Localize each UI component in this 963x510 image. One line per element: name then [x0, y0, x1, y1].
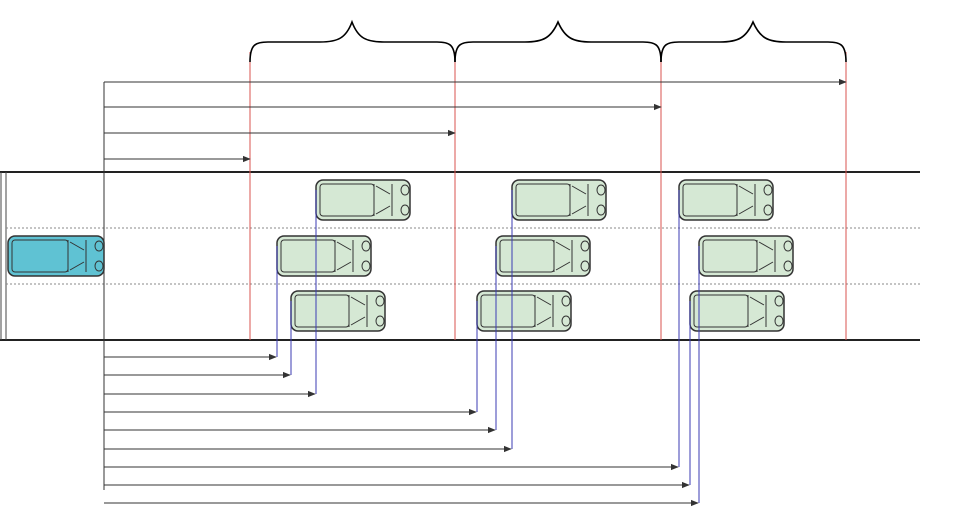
vehicle-wheel: [783, 240, 793, 252]
vehicle-wheel: [580, 240, 590, 252]
vehicle-wheel: [763, 184, 773, 196]
vehicle: [678, 179, 774, 221]
vehicle: [315, 179, 411, 221]
vehicle-cabin: [515, 183, 571, 217]
vehicle-wheel: [596, 204, 606, 216]
vehicle-cabin: [499, 239, 555, 273]
vehicle: [689, 290, 785, 332]
vehicle-wheel: [580, 260, 590, 272]
vehicle-cabin: [280, 239, 336, 273]
vehicle-wheel: [361, 260, 371, 272]
ego-vehicle-cabin: [11, 239, 69, 273]
vehicle-windshield: [350, 296, 366, 326]
vehicle-wheel: [361, 240, 371, 252]
vehicle-wheel: [774, 295, 784, 307]
vehicle-windshield: [375, 185, 391, 215]
ego-vehicle-wheel: [94, 240, 104, 252]
zone-brace: [249, 19, 456, 63]
vehicle: [511, 179, 607, 221]
vehicle-wheel: [561, 315, 571, 327]
vehicle-wheel: [400, 184, 410, 196]
vehicle-windshield: [738, 185, 754, 215]
vehicle-windshield: [536, 296, 552, 326]
vehicle-windshield: [336, 241, 352, 271]
zone-brace: [454, 20, 662, 63]
boundary-arrows: [104, 78, 847, 163]
ego-vehicle: [7, 235, 105, 277]
vehicle-windshield: [758, 241, 774, 271]
vehicle-wheel: [375, 315, 385, 327]
vehicle-cabin: [682, 183, 738, 217]
other-vehicles: [276, 179, 794, 332]
vehicle: [495, 235, 591, 277]
vehicle-wheel: [774, 315, 784, 327]
vehicle: [476, 290, 572, 332]
vehicle-wheel: [763, 204, 773, 216]
vehicle-cabin: [319, 183, 375, 217]
vehicle-wheel: [783, 260, 793, 272]
road: [0, 171, 920, 341]
vehicle-windshield: [555, 241, 571, 271]
vehicle-cabin: [702, 239, 758, 273]
vehicle-windshield: [571, 185, 587, 215]
vehicle: [698, 235, 794, 277]
vehicle-cabin: [480, 294, 536, 328]
vehicle-distance-arrows: [104, 353, 699, 507]
vehicle: [290, 290, 386, 332]
ego-vehicle-wheel: [94, 260, 104, 272]
vehicle-wheel: [561, 295, 571, 307]
vehicle-wheel: [400, 204, 410, 216]
zone-brace: [660, 20, 847, 63]
vehicle-cabin: [294, 294, 350, 328]
vehicle-wheel: [375, 295, 385, 307]
vehicle-links: [276, 190, 700, 503]
vehicle-cabin: [693, 294, 749, 328]
vehicle-wheel: [596, 184, 606, 196]
vehicle: [276, 235, 372, 277]
vehicle-windshield: [749, 296, 765, 326]
zone-boundaries: [249, 52, 847, 340]
zone-braces: [249, 19, 847, 63]
